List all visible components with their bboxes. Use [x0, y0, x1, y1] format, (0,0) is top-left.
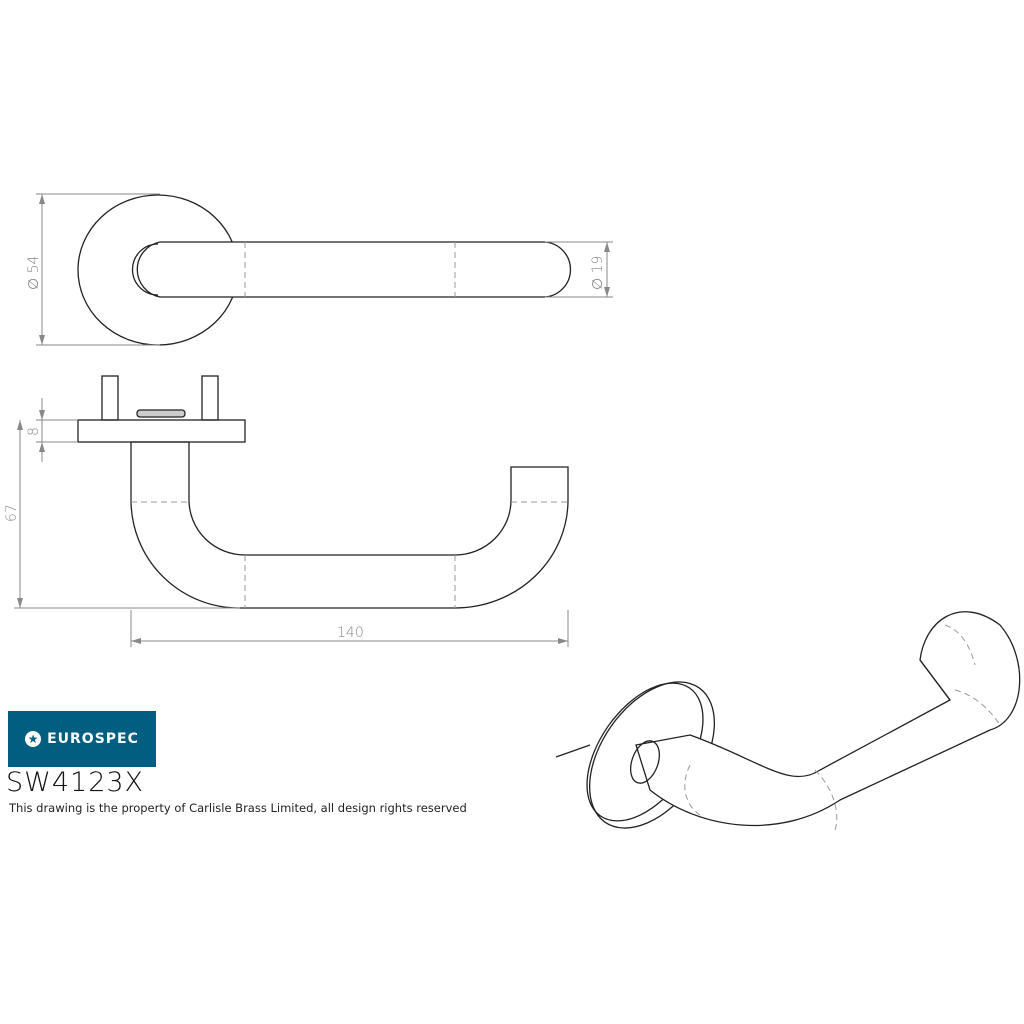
- eurospec-logo: ★ EUROSPEC: [8, 711, 156, 767]
- isometric-view: [555, 611, 1021, 831]
- side-view: 8 67 140: [4, 375, 569, 647]
- dim-rose-thickness: 8: [26, 427, 42, 436]
- star-icon: ★: [25, 731, 42, 747]
- dim-lever-diameter: ∅ 19: [590, 256, 606, 290]
- brand-name: EUROSPEC: [47, 731, 139, 747]
- top-view: ∅ 54 ∅ 19: [26, 193, 613, 346]
- product-code: SW4123X: [6, 767, 145, 798]
- dim-length: 140: [337, 625, 364, 641]
- dim-rose-diameter: ∅ 54: [26, 256, 42, 290]
- copyright-notice: This drawing is the property of Carlisle…: [9, 801, 467, 815]
- dim-projection: 67: [4, 504, 20, 522]
